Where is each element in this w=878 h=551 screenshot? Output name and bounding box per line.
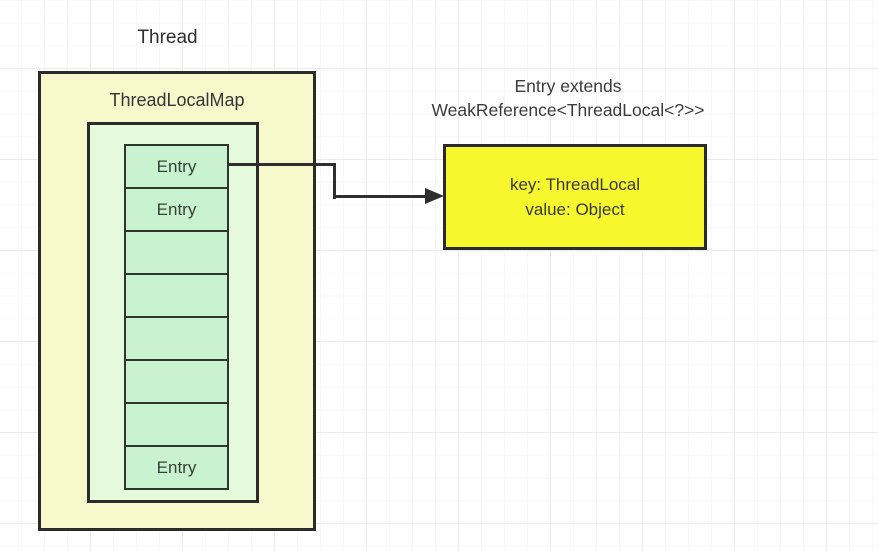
arrow-segment-horizontal-1 <box>229 163 335 166</box>
entry-cell: Entry <box>124 144 229 189</box>
entry-cell-empty <box>124 273 229 318</box>
arrow-segment-vertical <box>333 163 336 199</box>
entry-cell-empty <box>124 316 229 361</box>
arrow-segment-horizontal-2 <box>333 195 426 198</box>
entry-detail-heading-line2: WeakReference<ThreadLocal<?>> <box>431 100 705 120</box>
entry-detail-heading: Entry extends WeakReference<ThreadLocal<… <box>398 74 738 122</box>
entry-cell-empty <box>124 230 229 275</box>
entry-detail-heading-line1: Entry extends <box>514 76 622 96</box>
entry-cell: Entry <box>124 187 229 232</box>
entry-key-line: key: ThreadLocal <box>509 175 641 194</box>
thread-label: Thread <box>137 27 198 48</box>
entry-cell-empty <box>124 359 229 404</box>
entry-cell: Entry <box>124 445 229 490</box>
arrow-head-icon <box>425 188 444 204</box>
threadlocalmap-label: ThreadLocalMap <box>109 90 245 110</box>
entry-value-line: value: Object <box>525 200 625 219</box>
entry-cell-empty <box>124 402 229 447</box>
entry-detail-box: key: ThreadLocal value: Object <box>443 144 707 250</box>
